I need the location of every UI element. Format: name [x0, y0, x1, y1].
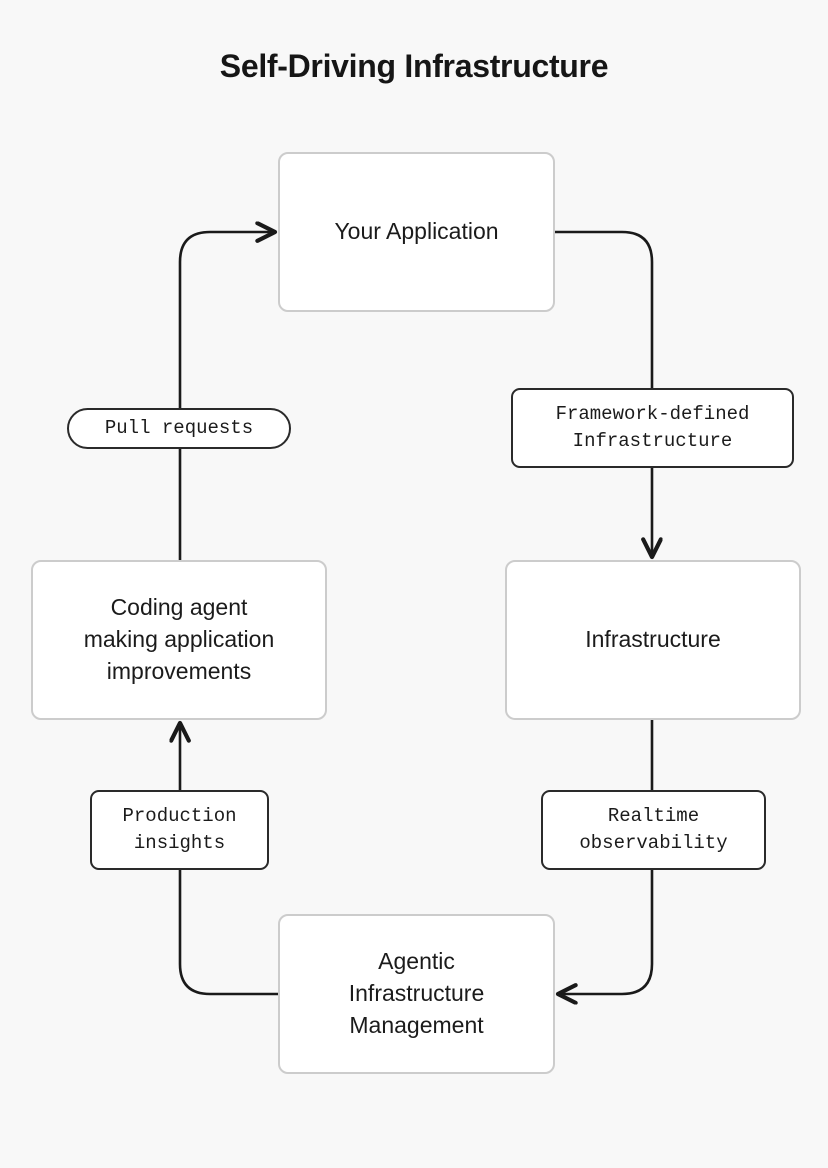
node-agentic-infrastructure-management[interactable]: Agentic Infrastructure Management — [278, 914, 555, 1074]
edge-coding-agent-to-app — [178, 232, 274, 560]
edge-label-pull-requests: Pull requests — [67, 408, 291, 449]
node-your-application[interactable]: Your Application — [278, 152, 555, 312]
node-coding-agent[interactable]: Coding agent making application improvem… — [31, 560, 327, 720]
page-title: Self-Driving Infrastructure — [219, 48, 609, 84]
node-infrastructure[interactable]: Infrastructure — [505, 560, 801, 720]
edge-label-realtime-observability: Realtime observability — [541, 790, 766, 870]
edge-label-production-insights: Production insights — [90, 790, 269, 870]
edge-label-framework-defined-infrastructure: Framework-defined Infrastructure — [511, 388, 794, 468]
